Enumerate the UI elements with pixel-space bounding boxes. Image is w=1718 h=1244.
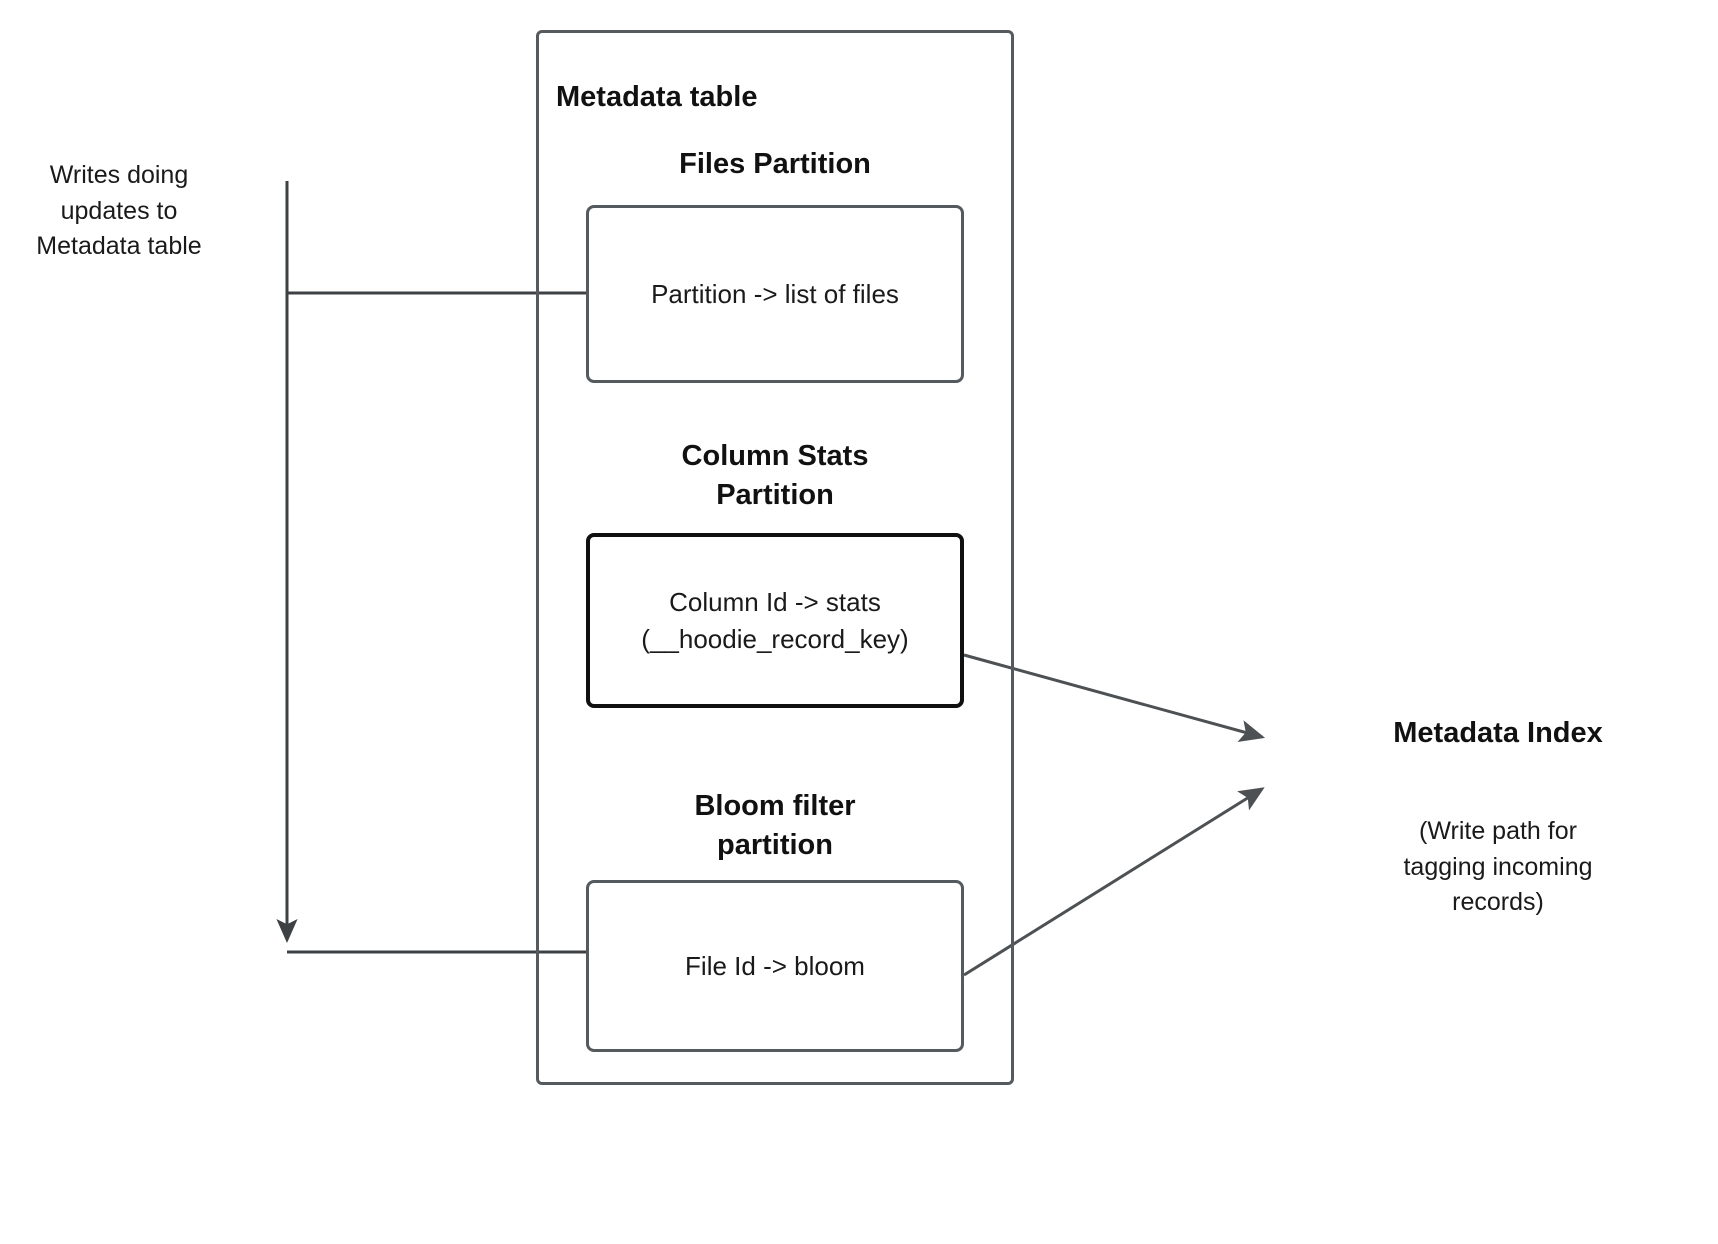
column-stats-partition-heading: Column Stats Partition <box>681 440 869 512</box>
files-partition-heading: Files Partition <box>679 148 871 180</box>
metadata-table-title: Metadata table <box>556 81 758 113</box>
column-stats-partition-box-label: Column Id -> stats (__hoodie_record_key) <box>641 586 909 654</box>
bloom-filter-partition-box[interactable]: File Id -> bloom <box>586 880 964 1052</box>
files-partition-box[interactable]: Partition -> list of files <box>586 205 964 383</box>
metadata-index-title: Metadata Index <box>1393 717 1603 749</box>
writes-annotation: Writes doing updates to Metadata table <box>36 161 202 260</box>
bloom-filter-partition-heading: Bloom filter partition <box>694 790 856 862</box>
metadata-index-note: (Write path for tagging incoming records… <box>1403 817 1593 916</box>
files-partition-box-label: Partition -> list of files <box>651 278 899 309</box>
column-stats-partition-box[interactable]: Column Id -> stats (__hoodie_record_key) <box>586 533 964 708</box>
metadata-table-container <box>536 30 1014 1085</box>
bloom-filter-partition-box-label: File Id -> bloom <box>685 950 865 981</box>
